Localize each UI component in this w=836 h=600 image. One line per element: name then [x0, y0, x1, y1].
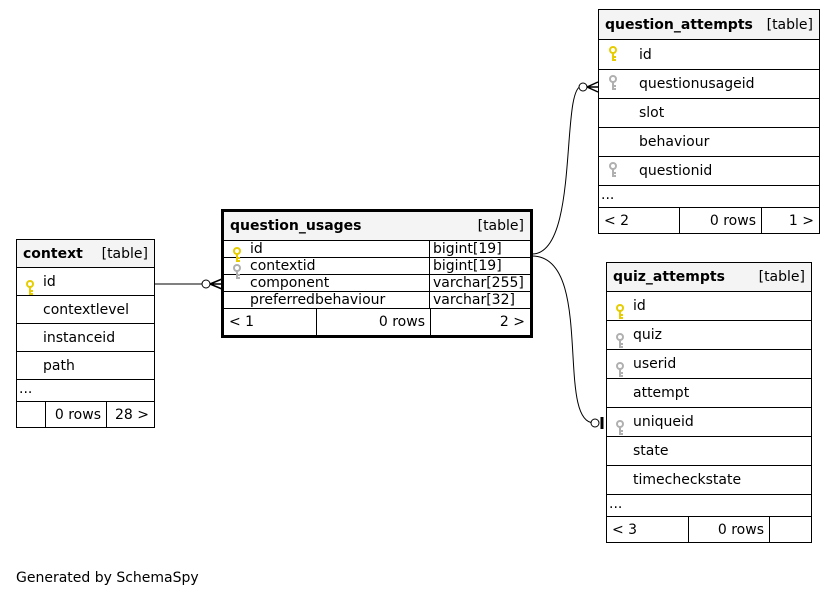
edge-zero-marker: [201, 279, 211, 289]
foreign-key-icon: [616, 333, 624, 348]
edge-zero-marker: [590, 418, 600, 428]
foreign-key-icon: [609, 75, 617, 90]
table-footer: < 3 0 rows: [607, 517, 811, 542]
table-footer: 0 rows 28 >: [17, 402, 154, 427]
column-row: contextid bigint[19]: [224, 258, 530, 279]
column-row: attempt: [607, 379, 811, 408]
primary-key-icon: [609, 45, 617, 61]
primary-key-icon: [233, 247, 241, 262]
column-row: slot: [599, 99, 819, 128]
column-type: bigint[19]: [433, 258, 502, 274]
column-name: timecheckstate: [633, 472, 742, 488]
table-kind: [table]: [477, 218, 524, 234]
footer-parents: [17, 402, 45, 427]
column-row: state: [607, 437, 811, 466]
column-name: instanceid: [43, 329, 116, 346]
column-name: questionid: [639, 163, 713, 179]
generator-credit: Generated by SchemaSpy: [16, 570, 199, 586]
column-row: quiz: [607, 321, 811, 350]
table-footer: < 2 0 rows 1 >: [599, 208, 819, 233]
table-context[interactable]: context [table] id contextlevel instance…: [16, 239, 155, 428]
table-header: question_attempts [table]: [599, 10, 819, 40]
column-type: varchar[32]: [433, 292, 515, 308]
edge-crowfoot-marker: [209, 278, 223, 290]
column-name: state: [633, 443, 669, 459]
foreign-key-icon: [609, 162, 617, 177]
table-kind: [table]: [766, 16, 813, 33]
edge-question-usages-quiz-attempts: [531, 255, 595, 424]
more-columns-ellipsis: ...: [599, 186, 819, 208]
column-row: behaviour: [599, 128, 819, 157]
column-row: timecheckstate: [607, 466, 811, 495]
column-name: preferredbehaviour: [250, 292, 386, 308]
footer-row-count: 0 rows: [45, 402, 106, 427]
more-columns-ellipsis: ...: [17, 380, 154, 402]
table-question-usages[interactable]: question_usages [table] id bigint[19] co…: [221, 209, 533, 338]
column-row: preferredbehaviour varchar[32]: [224, 292, 530, 309]
column-name: questionusageid: [639, 76, 755, 92]
table-name: question_usages: [230, 218, 362, 234]
column-name: uniqueid: [633, 414, 694, 430]
column-name: quiz: [633, 327, 662, 343]
column-row: id bigint[19]: [224, 241, 530, 262]
more-columns-ellipsis: ...: [607, 495, 811, 517]
edge-crowfoot-marker: [586, 81, 599, 93]
column-name: component: [250, 275, 330, 291]
table-quiz-attempts[interactable]: quiz_attempts [table] id quiz userid att…: [606, 262, 812, 543]
foreign-key-icon: [616, 420, 624, 435]
column-name: userid: [633, 356, 677, 372]
table-header: context [table]: [17, 240, 154, 268]
column-row: component varchar[255]: [224, 275, 530, 292]
table-name: quiz_attempts: [613, 269, 725, 285]
footer-row-count: 0 rows: [679, 208, 761, 233]
table-header: question_usages [table]: [224, 212, 530, 241]
column-row: userid: [607, 350, 811, 379]
column-name: contextid: [250, 258, 316, 274]
edge-question-usages-question-attempts: [531, 85, 583, 255]
column-name: attempt: [633, 385, 690, 401]
column-type: bigint[19]: [433, 241, 502, 257]
footer-children: 28 >: [106, 402, 154, 427]
table-name: question_attempts: [605, 16, 753, 33]
table-question-attempts[interactable]: question_attempts [table] id questionusa…: [598, 9, 820, 234]
column-row: instanceid: [17, 324, 154, 352]
column-row: uniqueid: [607, 408, 811, 437]
primary-key-icon: [616, 304, 624, 319]
column-name: id: [43, 273, 56, 290]
footer-row-count: 0 rows: [316, 309, 430, 335]
footer-children: [769, 517, 811, 542]
column-name: path: [43, 357, 75, 374]
table-kind: [table]: [758, 269, 805, 285]
footer-row-count: 0 rows: [688, 517, 769, 542]
column-name: id: [633, 298, 646, 314]
foreign-key-icon: [233, 264, 241, 279]
edge-zero-marker: [578, 82, 588, 92]
primary-key-icon: [26, 279, 34, 295]
table-header: quiz_attempts [table]: [607, 263, 811, 292]
column-row: path: [17, 352, 154, 380]
table-kind: [table]: [101, 245, 148, 262]
column-row: contextlevel: [17, 296, 154, 324]
column-row: questionid: [599, 157, 819, 186]
column-name: slot: [639, 105, 665, 121]
column-type: varchar[255]: [433, 275, 524, 291]
column-row: id: [17, 268, 154, 296]
footer-parents: < 2: [604, 212, 630, 229]
table-name: context: [23, 245, 83, 262]
foreign-key-icon: [616, 362, 624, 377]
column-name: behaviour: [639, 134, 710, 150]
column-row: id: [599, 40, 819, 70]
column-name: contextlevel: [43, 301, 130, 318]
footer-children: 2 >: [430, 309, 530, 335]
column-name: id: [250, 241, 263, 257]
footer-parents: < 3: [612, 521, 638, 538]
column-row: id: [607, 292, 811, 321]
column-name: id: [639, 46, 652, 63]
column-row: questionusageid: [599, 70, 819, 99]
footer-children: 1 >: [761, 208, 819, 233]
footer-parents: < 1: [229, 314, 255, 330]
table-footer: < 1 0 rows 2 >: [224, 309, 530, 335]
